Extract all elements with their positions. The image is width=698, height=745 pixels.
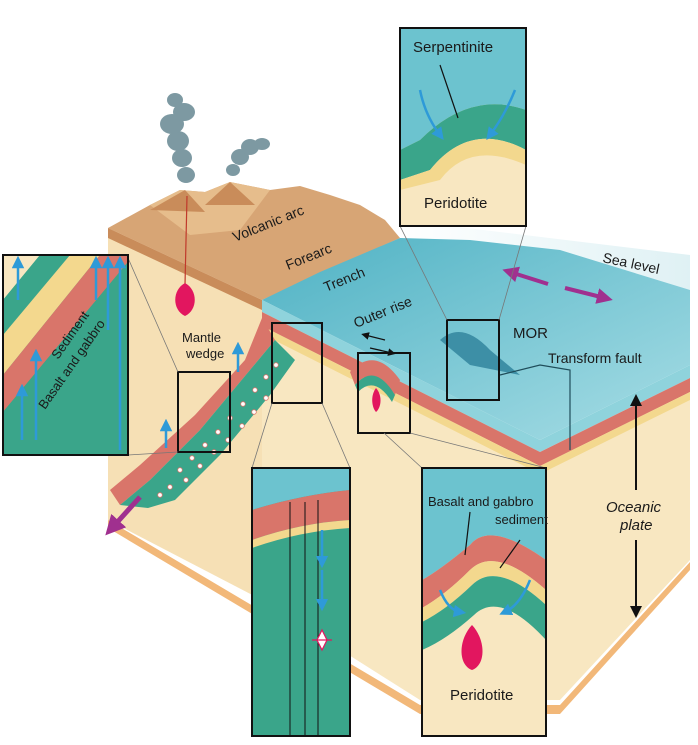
label-mantle: Mantle — [182, 330, 221, 345]
inset-left — [2, 254, 129, 456]
inset-top-serpentinite-label: Serpentinite — [413, 39, 493, 56]
inset-top — [399, 27, 527, 227]
outer-rise-bulge-green — [355, 375, 395, 402]
label-transform-fault: Transform fault — [548, 350, 642, 366]
subducting-slab-crust — [110, 318, 275, 505]
magma-body — [175, 283, 195, 316]
spreading-arrow-right — [564, 286, 613, 304]
slab-fluid-dots — [157, 362, 279, 498]
transform-fault-line — [499, 364, 571, 450]
label-mor: MOR — [513, 325, 548, 342]
inset-br-sediment-label: sediment — [495, 512, 548, 527]
inset-trench — [251, 467, 351, 737]
volcanic-plumes — [160, 93, 270, 183]
inset-top-peridotite-label: Peridotite — [424, 195, 487, 212]
label-oceanic: Oceanic — [606, 499, 662, 516]
frame-mor — [446, 319, 500, 401]
fault-arrow-1 — [361, 332, 386, 341]
spreading-arrow-left — [502, 266, 549, 286]
magma-conduit — [184, 195, 188, 286]
connector-lines — [127, 225, 547, 469]
outer-rise-magma — [372, 388, 381, 412]
subduction-arrow — [105, 495, 142, 536]
inset-outer-rise — [421, 467, 547, 737]
inset-br-basalt-label: Basalt and gabbro — [428, 494, 534, 509]
label-wedge: wedge — [185, 346, 224, 361]
frame-wedge — [177, 371, 231, 453]
volcano-right — [205, 182, 255, 205]
outer-rise-bulge — [350, 360, 400, 395]
subducting-slab-mantle — [120, 340, 295, 508]
volcano-left — [150, 190, 205, 212]
frame-trench — [271, 322, 323, 404]
label-plate: plate — [619, 517, 653, 534]
inset-br-peridotite-label: Peridotite — [450, 687, 513, 704]
